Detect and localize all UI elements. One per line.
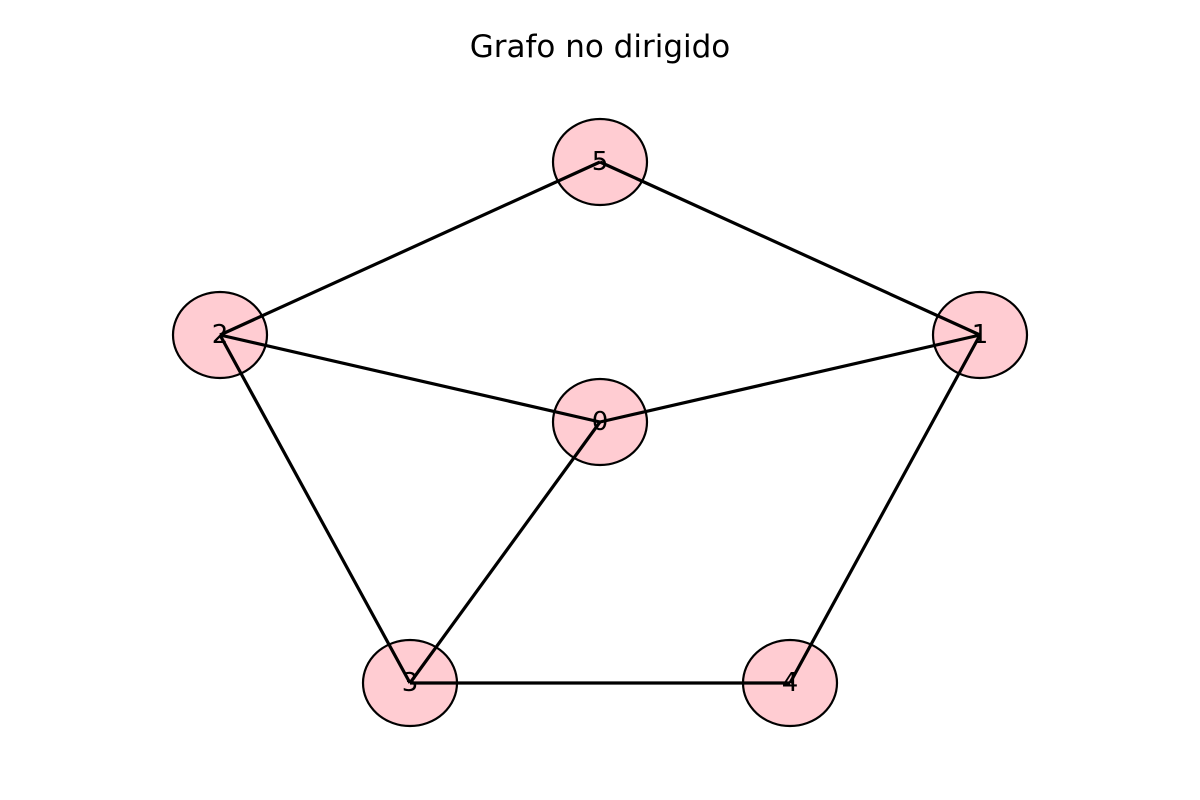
edge-1-4 <box>788 334 982 684</box>
edge-5-2 <box>219 160 601 337</box>
edge-5-1 <box>599 160 981 337</box>
edges-layer <box>218 160 982 685</box>
node-label: 4 <box>782 668 799 698</box>
edge-0-3 <box>408 421 602 684</box>
edge-2-3 <box>218 334 412 684</box>
node-label: 0 <box>592 407 609 437</box>
node-label: 5 <box>592 147 609 177</box>
edge-0-1 <box>599 333 981 424</box>
node-label: 3 <box>402 668 419 698</box>
node-label: 1 <box>972 320 989 350</box>
edge-2-0 <box>219 333 601 424</box>
graph-title: Grafo no dirigido <box>469 29 731 65</box>
node-label: 2 <box>212 320 229 350</box>
